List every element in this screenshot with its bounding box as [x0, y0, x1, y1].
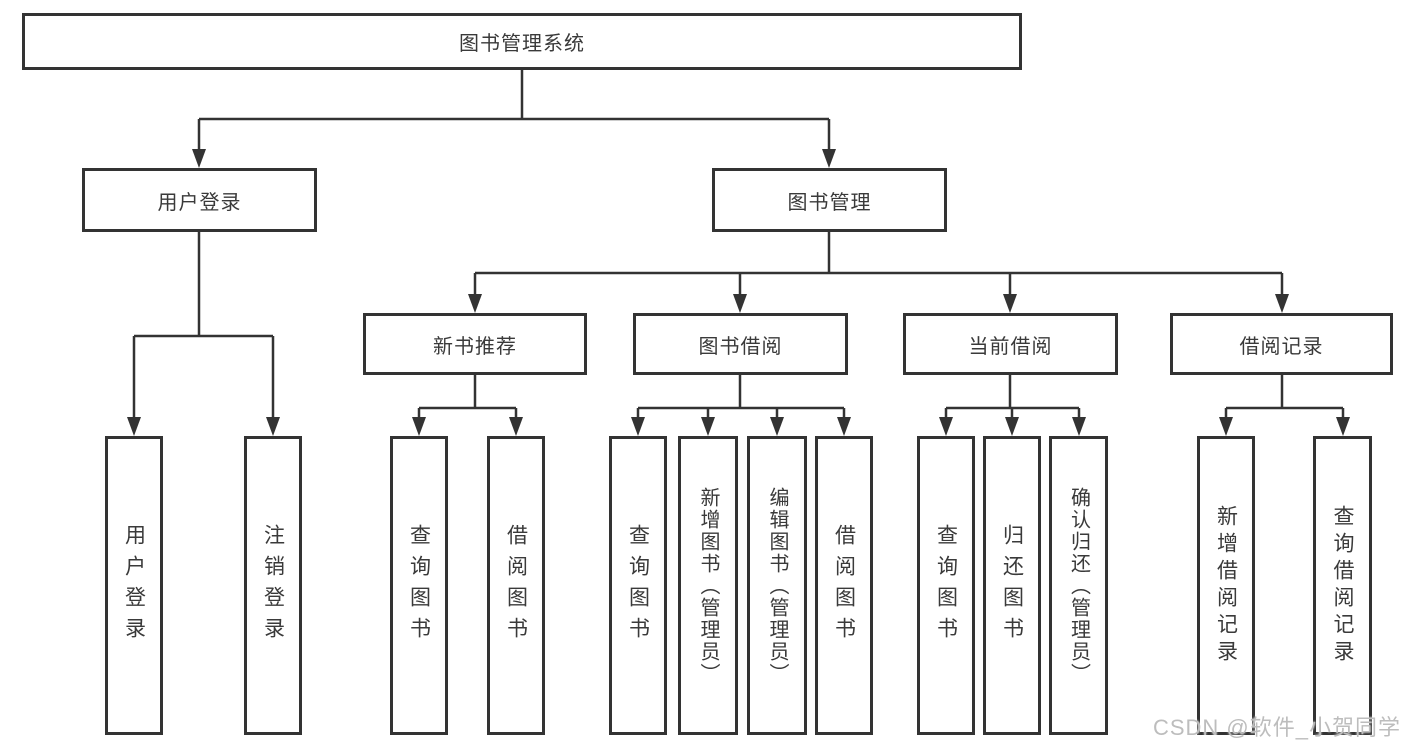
- leaf-query-books-2-label: 查询图书: [626, 523, 650, 648]
- leaf-add-borrow-record: 新增借阅记录: [1197, 436, 1255, 735]
- arrowheads: [127, 149, 1350, 436]
- leaf-logout-label: 注销登录: [261, 523, 285, 648]
- node-book-management: 图书管理: [712, 168, 947, 232]
- leaf-edit-book-admin-label: 编辑图书（管理员）: [766, 486, 788, 685]
- leaf-add-borrow-record-label: 新增借阅记录: [1214, 504, 1238, 667]
- leaf-logout: 注销登录: [244, 436, 302, 735]
- leaf-user-login: 用户登录: [105, 436, 163, 735]
- node-book-borrow: 图书借阅: [633, 313, 848, 375]
- leaf-query-borrow-record-label: 查询借阅记录: [1331, 504, 1354, 667]
- leaf-borrow-books-2-label: 借阅图书: [832, 523, 856, 648]
- leaf-user-login-label: 用户登录: [122, 523, 146, 648]
- leaf-confirm-return-admin: 确认归还（管理员）: [1049, 436, 1108, 735]
- leaf-query-books-3: 查询图书: [917, 436, 975, 735]
- node-root: 图书管理系统: [22, 13, 1022, 70]
- leaf-query-books-3-label: 查询图书: [934, 523, 958, 648]
- leaf-query-books-1-label: 查询图书: [407, 523, 431, 648]
- leaf-borrow-books-1: 借阅图书: [487, 436, 545, 735]
- node-borrow-records: 借阅记录: [1170, 313, 1393, 375]
- leaf-query-borrow-record: 查询借阅记录: [1313, 436, 1372, 735]
- leaf-query-books-2: 查询图书: [609, 436, 667, 735]
- node-new-book-recommend: 新书推荐: [363, 313, 587, 375]
- leaf-add-book-admin: 新增图书（管理员）: [678, 436, 738, 735]
- node-user-login: 用户登录: [82, 168, 317, 232]
- leaf-return-books-label: 归还图书: [1000, 523, 1024, 648]
- leaf-borrow-books-2: 借阅图书: [815, 436, 873, 735]
- leaf-add-book-admin-label: 新增图书（管理员）: [697, 486, 719, 685]
- leaf-confirm-return-admin-label: 确认归还（管理员）: [1067, 486, 1090, 685]
- csdn-watermark: CSDN @软件_小贺同学: [1152, 715, 1401, 740]
- leaf-borrow-books-1-label: 借阅图书: [504, 523, 528, 648]
- node-current-borrow: 当前借阅: [903, 313, 1118, 375]
- leaf-return-books: 归还图书: [983, 436, 1041, 735]
- leaf-edit-book-admin: 编辑图书（管理员）: [747, 436, 807, 735]
- leaf-query-books-1: 查询图书: [390, 436, 448, 735]
